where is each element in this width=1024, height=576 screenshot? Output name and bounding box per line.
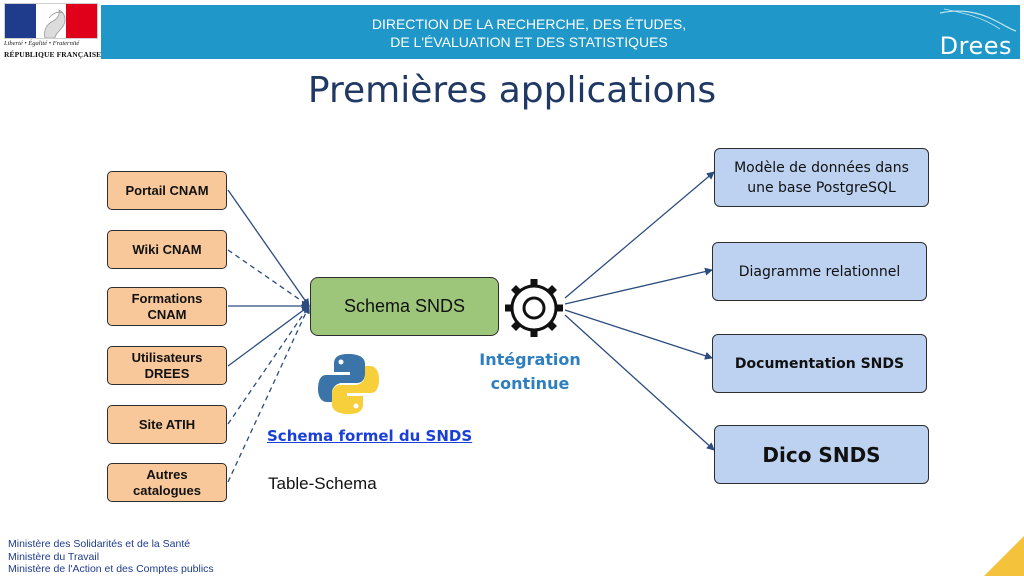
marianne-flag-icon [4, 3, 98, 39]
banner-line-2: DE L'ÉVALUATION ET DES STATISTIQUES [390, 34, 668, 50]
footer-line-2: Ministère du Travail [8, 550, 100, 563]
source-label: Autres catalogues [133, 466, 201, 498]
integration-line-2: continue [490, 374, 570, 393]
source-wiki-cnam: Wiki CNAM [107, 230, 227, 269]
schema-snds-label: Schema SNDS [343, 296, 466, 316]
arrow-utilisateurs-drees [227, 305, 310, 367]
footer-line-3: Ministère de l'Action et des Comptes pub… [8, 563, 214, 575]
footer-line-1: Ministère des Solidarités et de la Santé [8, 538, 191, 550]
arrow-dico [564, 314, 715, 451]
integration-continue-label: Intégration continue [478, 348, 582, 396]
drees-swirl-icon [939, 8, 1017, 32]
source-autres-catalogues: Autres catalogues [107, 463, 227, 502]
arrow-modele-donnees [564, 171, 715, 299]
republique-francaise-label: RÉPUBLIQUE FRANÇAISE [4, 50, 102, 59]
banner-title: DIRECTION DE LA RECHERCHE, DES ÉTUDES, D… [329, 15, 729, 51]
output-label: Modèle de données dans une base PostgreS… [734, 159, 909, 196]
python-logo-icon [318, 354, 379, 414]
output-documentation-snds: Documentation SNDS [712, 334, 927, 393]
source-label: Wiki CNAM [132, 241, 202, 257]
arrow-autres-catalogues [227, 305, 310, 483]
source-site-atih: Site ATIH [107, 405, 227, 444]
source-label: Portail CNAM [125, 182, 209, 198]
arrow-site-atih [227, 305, 310, 425]
output-modele-donnees: Modèle de données dans une base PostgreS… [714, 148, 929, 207]
schema-snds-box: Schema SNDS [310, 277, 499, 336]
header-banner: DIRECTION DE LA RECHERCHE, DES ÉTUDES, D… [101, 5, 1020, 60]
integration-line-1: Intégration [479, 350, 581, 369]
output-diagramme-relationnel: Diagramme relationnel [712, 242, 927, 301]
source-portail-cnam: Portail CNAM [107, 171, 227, 210]
banner-line-1: DIRECTION DE LA RECHERCHE, DES ÉTUDES, [371, 16, 687, 32]
source-utilisateurs-drees: Utilisateurs DREES [107, 346, 227, 385]
page-title: Premières applications [307, 70, 717, 111]
arrow-wiki-cnam [227, 249, 310, 307]
arrow-portail-cnam [227, 189, 310, 307]
motto: Liberté • Égalité • Fraternité [4, 40, 80, 47]
source-label: Formations CNAM [131, 290, 203, 322]
republique-francaise-logo: Liberté • Égalité • Fraternité RÉPUBLIQU… [4, 3, 102, 61]
footer-ministries: Ministère des Solidarités et de la Santé… [8, 538, 214, 576]
drees-logo: Drees [939, 32, 1012, 60]
corner-triangle-icon [984, 536, 1024, 576]
schema-formel-link[interactable]: Schema formel du SNDS [267, 427, 473, 445]
arrow-documentation [564, 309, 713, 360]
arrow-diagramme [564, 267, 713, 305]
output-dico-snds: Dico SNDS [714, 425, 929, 484]
table-schema-label: Table-Schema [268, 474, 377, 493]
output-label: Documentation SNDS [734, 355, 905, 372]
output-label: Diagramme relationnel [738, 263, 901, 280]
source-formations-cnam: Formations CNAM [107, 287, 227, 326]
source-label: Site ATIH [138, 416, 196, 432]
output-label: Dico SNDS [762, 442, 881, 467]
source-label: Utilisateurs DREES [131, 349, 203, 381]
gear-icon [505, 279, 563, 337]
